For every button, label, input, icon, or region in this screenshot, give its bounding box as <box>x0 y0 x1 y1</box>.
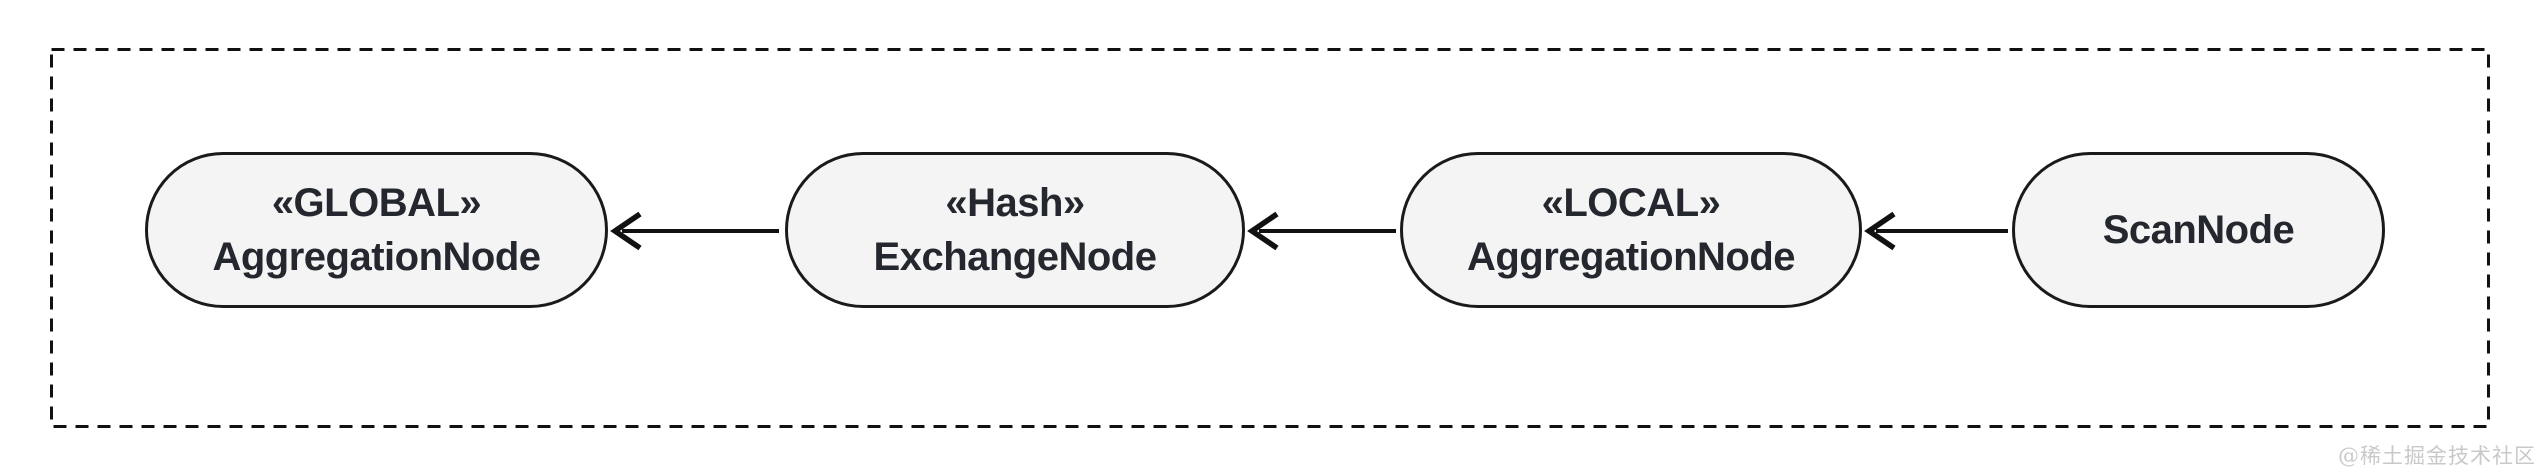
node-label: ScanNode <box>2102 208 2295 252</box>
edge-arrow-scan-to-local <box>1864 211 2008 251</box>
node-stereotype: «Hash» <box>945 181 1085 225</box>
node-stereotype: «GLOBAL» <box>271 181 482 225</box>
node-local-aggregation: «LOCAL» AggregationNode <box>1400 152 1862 308</box>
dashed-frame <box>50 48 2490 428</box>
node-label: AggregationNode <box>1466 235 1796 279</box>
node-label: AggregationNode <box>212 235 541 279</box>
edge-arrow-local-to-exchange <box>1247 211 1396 251</box>
edge-arrow-exchange-to-global <box>610 211 779 251</box>
watermark-text: @稀土掘金技术社区 <box>2338 444 2536 468</box>
node-scan: ScanNode <box>2012 152 2385 308</box>
node-stereotype: «LOCAL» <box>1541 181 1721 225</box>
node-hash-exchange: «Hash» ExchangeNode <box>785 152 1245 308</box>
node-label: ExchangeNode <box>873 235 1157 279</box>
node-global-aggregation: «GLOBAL» AggregationNode <box>145 152 608 308</box>
